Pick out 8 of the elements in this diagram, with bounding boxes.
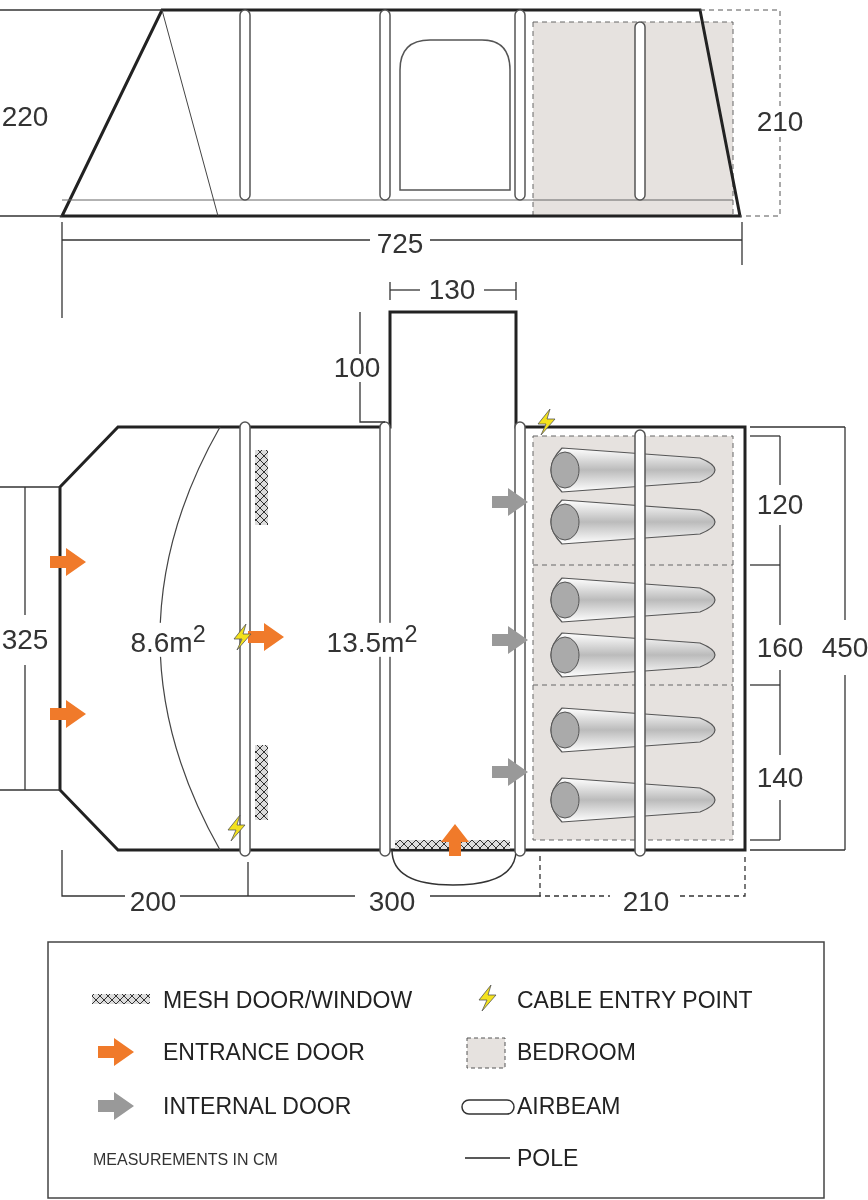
note-text: MEASUREMENTS IN CM <box>93 1152 278 1168</box>
legend-label: BEDROOM <box>517 1040 636 1064</box>
legend-label: ENTRANCE DOOR <box>163 1040 365 1064</box>
legend-label: POLE <box>517 1146 579 1170</box>
legend-label: CABLE ENTRY POINT <box>517 988 753 1012</box>
legend-label: MESH DOOR/WINDOW <box>163 988 413 1012</box>
legend-label: AIRBEAM <box>517 1094 621 1118</box>
legend-label: INTERNAL DOOR <box>163 1094 352 1118</box>
